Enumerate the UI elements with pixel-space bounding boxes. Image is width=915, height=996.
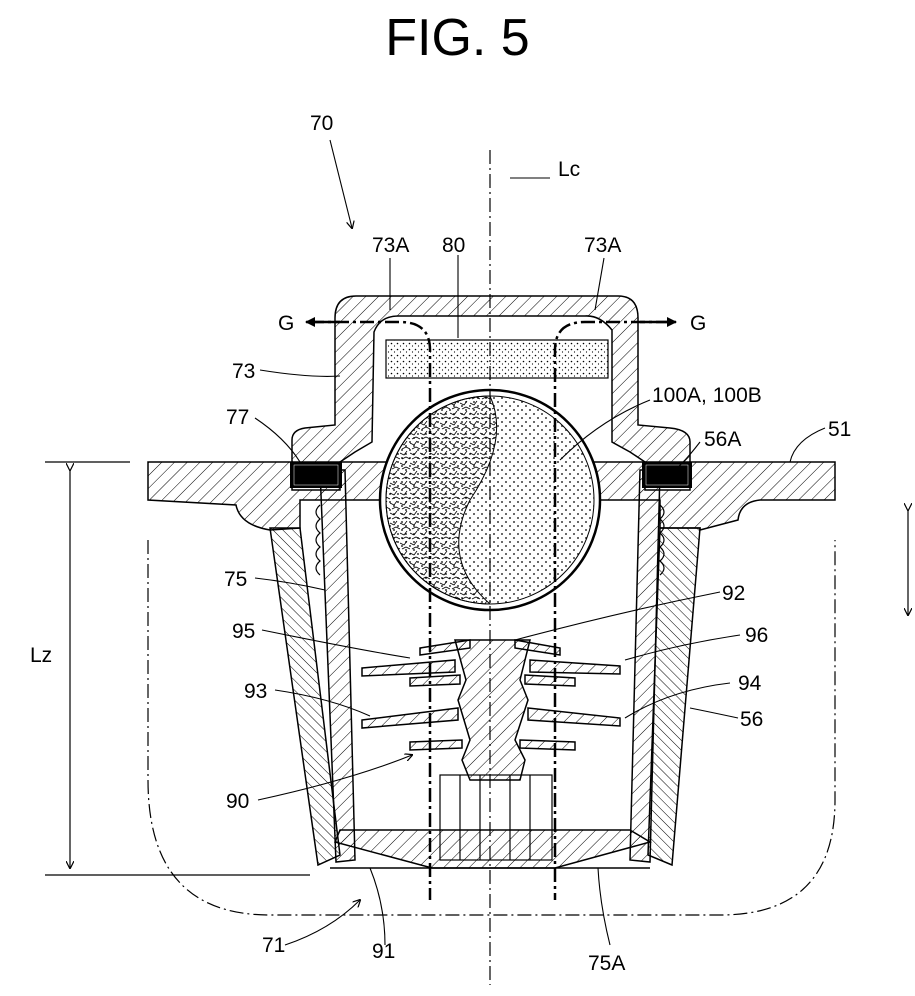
label-73a-left: 73A: [372, 234, 409, 257]
label-lz: Lz: [30, 644, 52, 667]
label-lc: Lc: [558, 158, 580, 181]
label-73a-right: 73A: [584, 234, 621, 257]
label-56: 56: [740, 708, 763, 731]
label-90: 90: [226, 790, 249, 813]
label-91: 91: [372, 940, 395, 963]
label-56a: 56A: [704, 428, 741, 451]
label-92: 92: [722, 582, 745, 605]
bottom-plate-91: [335, 830, 650, 868]
valve-body-90: [455, 640, 530, 780]
label-75a: 75A: [588, 952, 625, 975]
label-70: 70: [310, 112, 333, 135]
filter-80: [386, 340, 608, 378]
label-g-right: G: [690, 312, 706, 335]
label-75: 75: [224, 568, 247, 591]
label-96: 96: [745, 624, 768, 647]
label-95: 95: [232, 620, 255, 643]
label-71: 71: [262, 934, 285, 957]
label-73: 73: [232, 360, 255, 383]
label-93: 93: [244, 680, 267, 703]
label-80: 80: [442, 234, 465, 257]
thread-left: [316, 505, 320, 575]
label-51: 51: [828, 418, 851, 441]
label-94: 94: [738, 672, 762, 695]
label-100a-100b: 100A, 100B: [652, 384, 762, 407]
label-g-left: G: [278, 312, 294, 335]
label-77: 77: [226, 406, 249, 429]
